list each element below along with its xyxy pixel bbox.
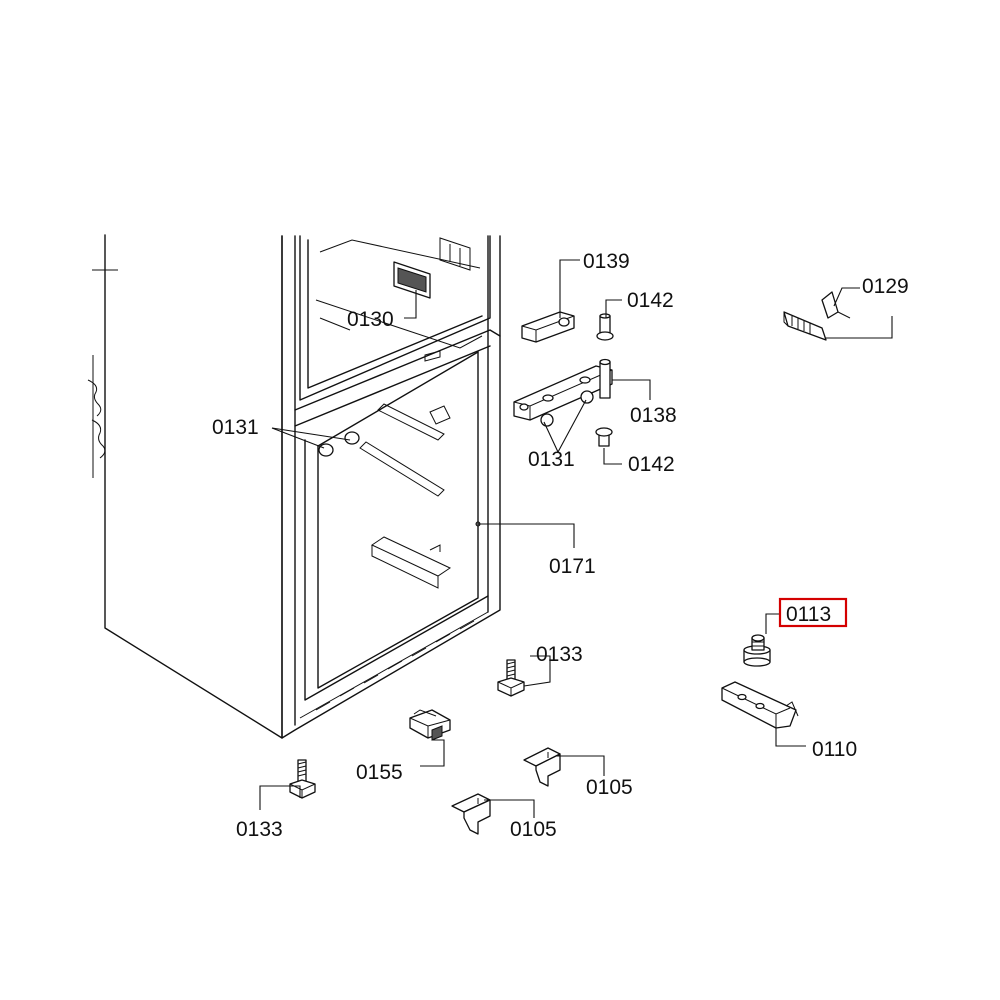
part-0142-screw-bottom — [595, 427, 613, 447]
part-0129-handle-cover — [783, 291, 851, 341]
part-0138-middle-hinge — [513, 358, 613, 421]
leader-lines — [259, 259, 893, 818]
callout-labels: 0139 0142 0129 0130 0138 0131 0131 0142 … — [212, 250, 909, 841]
callout-0139: 0139 — [583, 250, 630, 273]
part-0105-bracket-right — [523, 747, 561, 787]
callout-0131-right: 0131 — [528, 448, 575, 471]
callout-0133-right: 0133 — [536, 643, 583, 666]
part-0113-bushing — [743, 634, 771, 667]
callout-0142-bottom: 0142 — [628, 453, 675, 476]
callout-0171: 0171 — [549, 555, 596, 578]
part-0110-lower-hinge — [721, 681, 799, 729]
part-0142-screw-top — [596, 313, 614, 341]
refrigerator-cabinet — [87, 234, 501, 739]
callout-0131-left: 0131 — [212, 416, 259, 439]
callout-0155: 0155 — [356, 761, 403, 784]
callout-0105-left: 0105 — [510, 818, 557, 841]
highlight-box-0113 — [778, 597, 848, 628]
callout-0129: 0129 — [862, 275, 909, 298]
callout-0133-left: 0133 — [236, 818, 283, 841]
callout-0110: 0110 — [812, 738, 857, 761]
part-0133-foot-left — [289, 759, 316, 799]
part-0155-clip — [409, 709, 451, 741]
callout-0138: 0138 — [630, 404, 677, 427]
part-0139-hinge-bracket — [521, 311, 575, 343]
callout-0130: 0130 — [347, 308, 394, 331]
callout-0113: 0113 — [786, 603, 831, 626]
part-0133-foot-right — [497, 659, 525, 697]
callout-0105-right: 0105 — [586, 776, 633, 799]
callout-0142-top: 0142 — [627, 289, 674, 312]
